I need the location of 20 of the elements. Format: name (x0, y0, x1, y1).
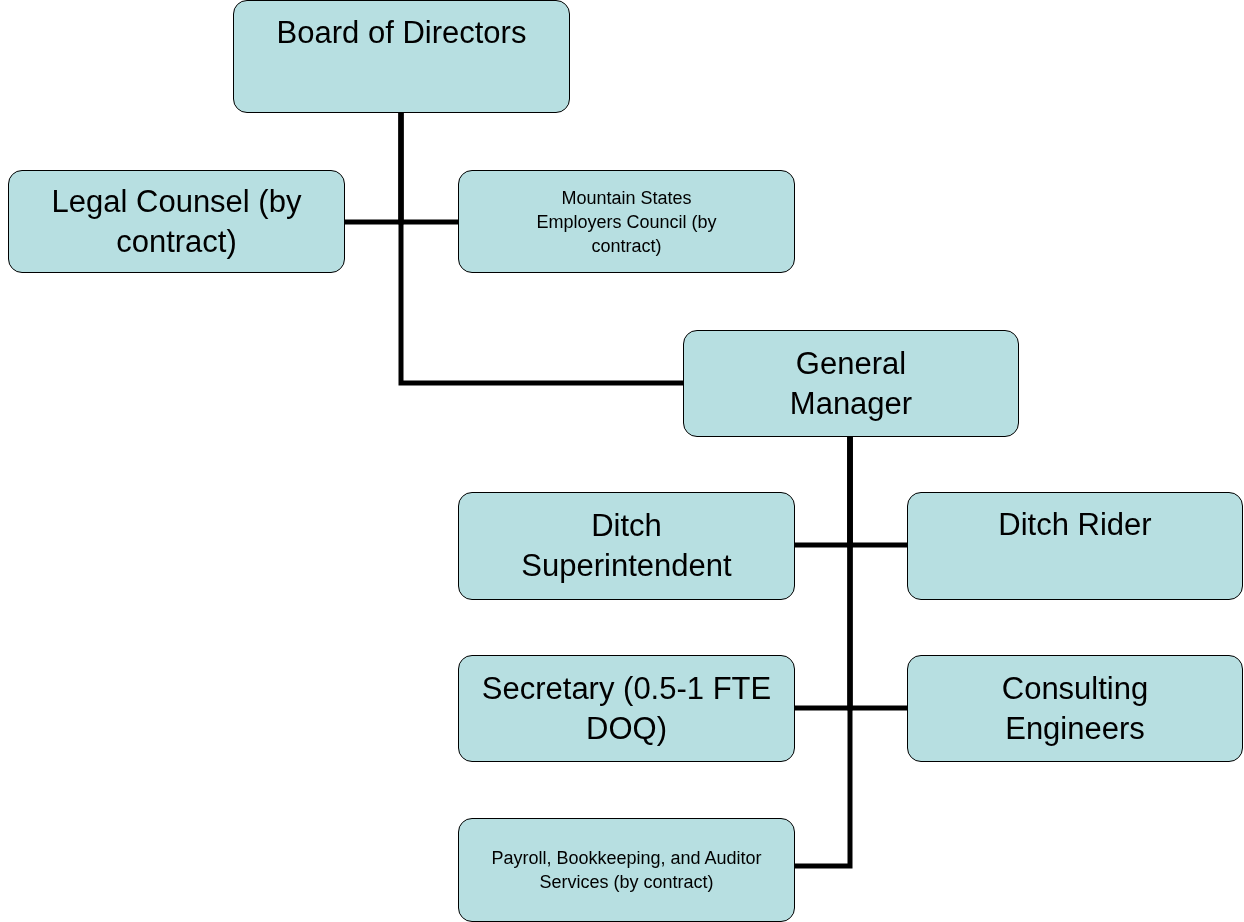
connector-line (795, 437, 853, 869)
box-label: Payroll, Bookkeeping, and Auditor Services (by contract) (490, 847, 763, 894)
org-box (683, 330, 1019, 437)
box-label: Consulting Engineers (1000, 669, 1150, 748)
org-box (458, 170, 795, 273)
connector-line (398, 113, 683, 386)
box-label: Mountain States Employers Council (by contract) (535, 186, 718, 258)
org-box (458, 655, 795, 762)
box-label: Ditch Superintendent (520, 507, 733, 585)
org-box (458, 492, 795, 600)
org-box (8, 170, 345, 273)
org-box (233, 0, 570, 113)
box-label: Secretary (0.5-1 FTE DOQ) (480, 669, 773, 748)
org-box (907, 492, 1243, 600)
box-label: General Manager (788, 344, 914, 423)
box-label: Legal Counsel (by contract) (50, 182, 303, 261)
box-label: Ditch Rider (998, 506, 1152, 544)
org-box (458, 818, 795, 922)
org-box (907, 655, 1243, 762)
box-label: Board of Directors (276, 14, 527, 52)
